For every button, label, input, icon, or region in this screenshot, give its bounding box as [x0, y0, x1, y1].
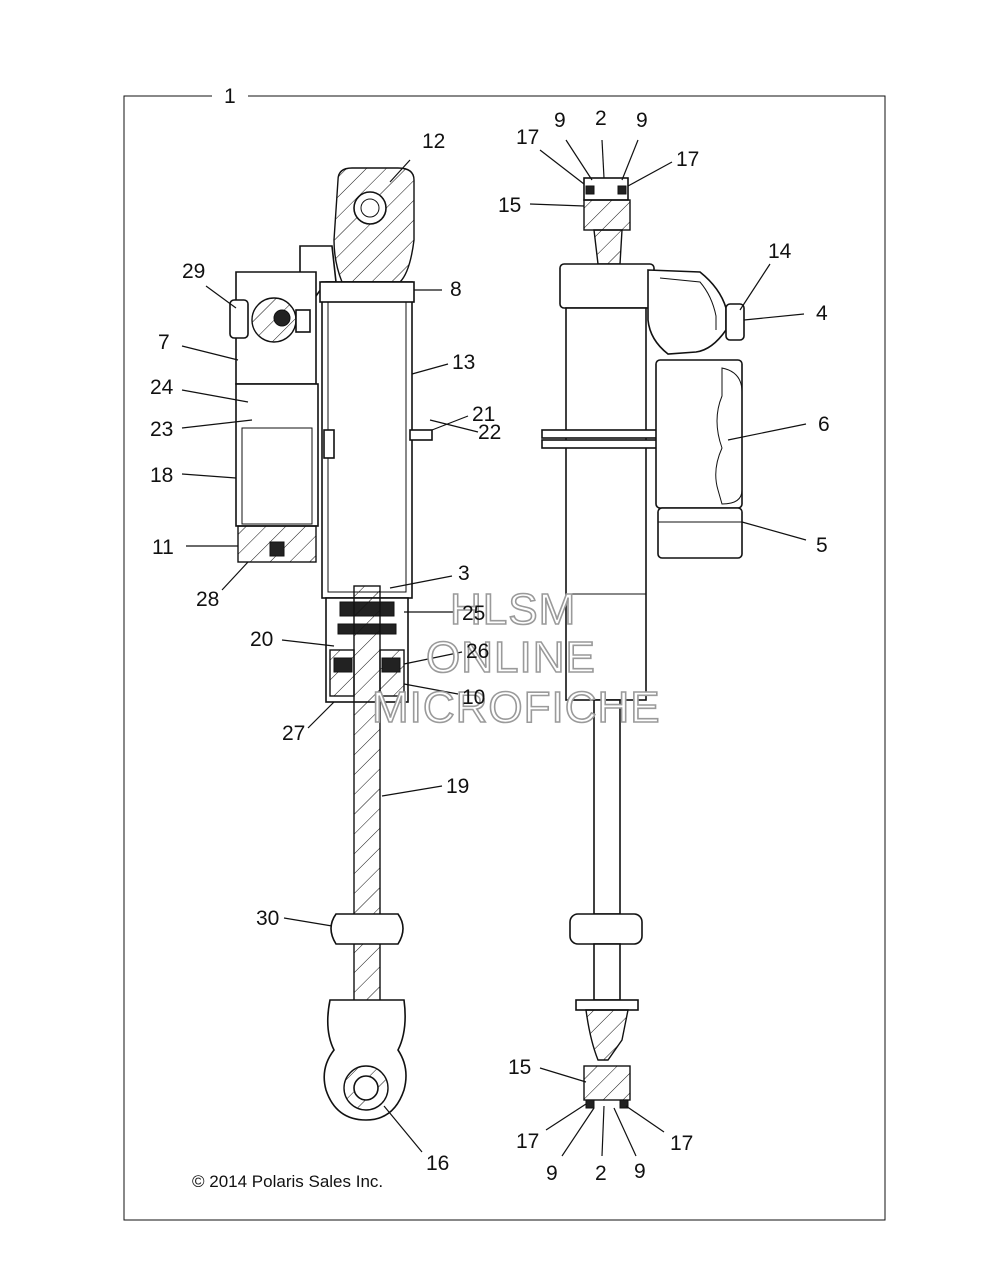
upper-mount-bore	[353, 191, 387, 225]
callout-26: 26	[466, 640, 489, 663]
lower-eye-bushing	[583, 1065, 631, 1101]
spring-seat-exterior	[541, 429, 669, 439]
callout-16: 16	[426, 1152, 449, 1175]
callout-28: 28	[196, 588, 219, 611]
compression-adjuster-knob	[229, 297, 311, 343]
leader-lines	[181, 139, 807, 1157]
callout-30: 30	[256, 907, 279, 930]
callout-13: 13	[452, 351, 475, 374]
callout-15-top: 15	[498, 194, 521, 217]
callout-9-top-right: 9	[636, 109, 648, 132]
callout-11: 11	[152, 536, 174, 559]
shock-cross-section	[229, 167, 433, 1121]
reservoir-exterior	[655, 359, 743, 509]
upper-eye-bushing	[583, 199, 631, 231]
callout-6: 6	[818, 413, 830, 436]
callout-29: 29	[182, 260, 205, 283]
body-cap-exterior	[559, 263, 655, 309]
adjuster-knob-exterior	[725, 303, 745, 341]
lower-eye-exterior	[585, 1009, 629, 1061]
bumper-stop	[330, 913, 404, 945]
callout-17-bottom-right: 17	[670, 1132, 693, 1155]
shock-exterior-view	[541, 177, 745, 1109]
callout-17-bottom-left: 17	[516, 1130, 539, 1153]
shock-shaft	[353, 585, 381, 1031]
callout-18: 18	[150, 464, 173, 487]
callout-9-top-left: 9	[554, 109, 566, 132]
shock-body-tube	[321, 281, 413, 599]
callout-10: 10	[462, 686, 485, 709]
callout-9-bottom-left: 9	[546, 1162, 558, 1185]
callout-21: 21	[472, 403, 495, 426]
callout-3: 3	[458, 562, 470, 585]
callout-12: 12	[422, 130, 445, 153]
diagram-frame	[123, 95, 886, 1221]
callout-24: 24	[150, 376, 174, 399]
reservoir-end-cap-exterior	[657, 507, 743, 559]
callout-20: 20	[250, 628, 273, 651]
callout-17-top-right: 17	[676, 148, 699, 171]
callout-22: 22	[478, 421, 501, 444]
watermark: HLSM ONLINE MICROFICHE	[371, 584, 661, 733]
bumper-exterior	[569, 913, 643, 945]
callout-15-bottom: 15	[508, 1056, 531, 1079]
callout-25: 25	[462, 602, 485, 625]
watermark-line-3: MICROFICHE	[372, 683, 661, 732]
callout-19: 19	[446, 775, 469, 798]
lower-seal-ring	[575, 999, 639, 1011]
reservoir-body	[235, 383, 319, 527]
callout-7: 7	[158, 331, 170, 354]
callout-14: 14	[768, 240, 792, 263]
copyright-notice: © 2014 Polaris Sales Inc.	[192, 1172, 383, 1191]
body-top-cap	[319, 281, 415, 303]
callout-9-bottom-right: 9	[634, 1160, 646, 1183]
callout-17-top-left: 17	[516, 126, 539, 149]
callout-2-bottom: 2	[595, 1162, 607, 1185]
shaft-exterior	[593, 699, 621, 915]
callout-4: 4	[816, 302, 828, 325]
reservoir-bridge-exterior	[647, 269, 727, 355]
callout-2-top: 2	[595, 107, 607, 130]
callout-1: 1	[224, 85, 236, 108]
callout-labels: 1 9 2 9 17 12 17 15 14 29 8 4 7 13 24 21…	[150, 85, 830, 1185]
callout-5: 5	[816, 534, 828, 557]
upper-mount-eye	[333, 167, 415, 283]
callout-8: 8	[450, 278, 462, 301]
callout-27: 27	[282, 722, 305, 745]
watermark-line-1: HLSM	[450, 585, 576, 634]
watermark-line-2: ONLINE	[426, 633, 596, 682]
callout-23: 23	[150, 418, 173, 441]
spring-retainer-clip	[409, 429, 433, 441]
